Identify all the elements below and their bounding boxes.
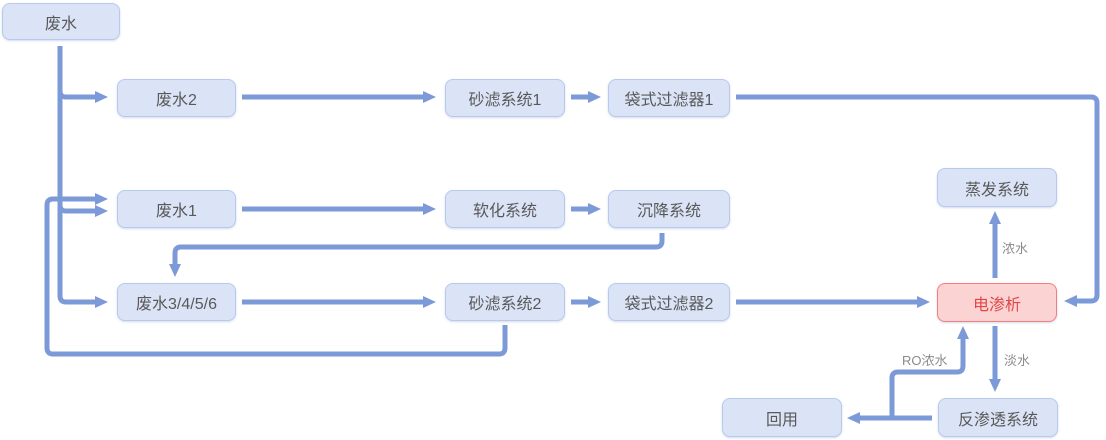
- node-sand-filter-1[interactable]: 砂滤系统1: [445, 79, 565, 117]
- node-wastewater[interactable]: 废水: [2, 3, 120, 40]
- node-label: 废水1: [156, 203, 197, 220]
- node-label: 废水: [44, 15, 77, 33]
- node-label: 软化系统: [472, 203, 537, 220]
- node-softening-system[interactable]: 软化系统: [445, 190, 565, 228]
- connector-wastewater-to-wastewater1: [57, 46, 108, 217]
- node-label: 袋式过滤器2: [624, 296, 714, 313]
- node-label: 废水2: [156, 92, 197, 109]
- node-label: 电渗析: [972, 296, 1021, 314]
- node-label: 砂滤系统1: [468, 92, 542, 109]
- node-wastewater-2[interactable]: 废水2: [117, 79, 236, 117]
- node-label: 蒸发系统: [964, 181, 1029, 199]
- node-reuse[interactable]: 回用: [722, 398, 842, 437]
- node-evaporation-system[interactable]: 蒸发系统: [937, 168, 1057, 207]
- connector-settling-to-wastewater3456: [169, 233, 665, 277]
- node-wastewater-1[interactable]: 废水1: [117, 190, 236, 228]
- node-label: 反渗透系统: [957, 411, 1038, 429]
- connector-bagfilter1-to-electrodialysis: [736, 94, 1100, 308]
- node-label: 废水3/4/5/6: [136, 296, 217, 313]
- node-label: 沉降系统: [636, 203, 701, 220]
- node-wastewater-3456[interactable]: 废水3/4/5/6: [117, 283, 236, 321]
- connector-wastewater-to-wastewater3456: [57, 46, 108, 308]
- node-bag-filter-1[interactable]: 袋式过滤器1: [608, 79, 730, 117]
- node-reverse-osmosis[interactable]: 反渗透系统: [938, 398, 1058, 437]
- node-label: 袋式过滤器1: [624, 92, 714, 109]
- edge-label-concentrated-water: 浓水: [1002, 241, 1029, 256]
- edge-label-fresh-water: 淡水: [1004, 353, 1031, 368]
- connector-reverseosmosis-to-electrodialysis: [889, 326, 969, 418]
- node-electrodialysis[interactable]: 电渗析: [937, 283, 1057, 322]
- node-settling-system[interactable]: 沉降系统: [608, 190, 730, 228]
- node-bag-filter-2[interactable]: 袋式过滤器2: [608, 283, 730, 321]
- connector-wastewater-to-wastewater2: [57, 46, 108, 103]
- node-label: 回用: [765, 411, 798, 429]
- edge-label-ro-concentrated-water: RO浓水: [902, 353, 948, 368]
- connector-sandfilter2-to-wastewater1: [44, 192, 508, 357]
- node-label: 砂滤系统2: [468, 296, 542, 313]
- node-sand-filter-2[interactable]: 砂滤系统2: [445, 283, 565, 321]
